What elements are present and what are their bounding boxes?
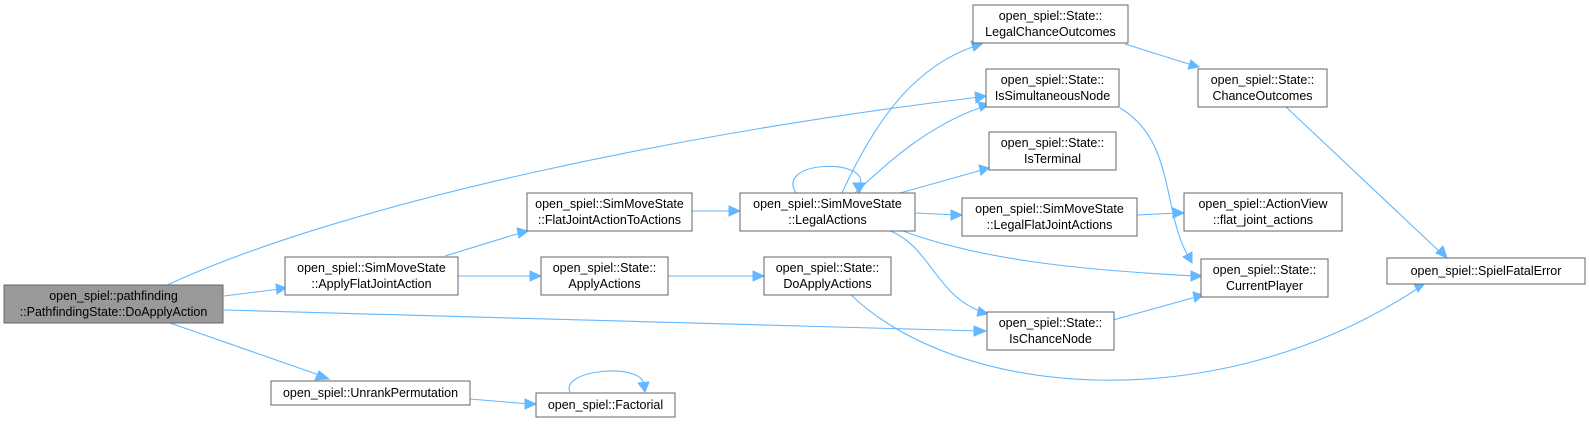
node-label-line2: DoApplyActions xyxy=(783,277,871,291)
node-label-line1: open_spiel::State:: xyxy=(1211,73,1315,87)
node-label-line2: ::LegalActions xyxy=(788,213,867,227)
node-is-chance-node[interactable]: open_spiel::State:: IsChanceNode xyxy=(986,311,1115,351)
node-label-line2: ::FlatJointActionToActions xyxy=(538,213,681,227)
node-label-line2: ::PathfindingState::DoApplyAction xyxy=(20,305,208,319)
node-pathfinding-do-apply-action[interactable]: open_spiel::pathfinding ::PathfindingSta… xyxy=(3,284,224,324)
node-label-line1: open_spiel::UnrankPermutation xyxy=(283,386,458,400)
node-label-line1: open_spiel::State:: xyxy=(999,9,1103,23)
edge-unrank-permutation-to-factorial xyxy=(469,398,538,410)
edge-chance-outcomes-to-spiel-fatal-error xyxy=(1284,105,1448,259)
edge-apply-flat-joint-action-to-flat-joint-action-to-actions xyxy=(444,227,530,257)
node-is-simultaneous-node[interactable]: open_spiel::State:: IsSimultaneousNode xyxy=(985,68,1120,108)
edge-legal-actions-to-is-simultaneous-node xyxy=(854,101,991,194)
node-spiel-fatal-error[interactable]: open_spiel::SpielFatalError xyxy=(1386,257,1586,285)
edge-do-apply-actions-to-spiel-fatal-error xyxy=(849,282,1427,381)
node-label-line2: ChanceOutcomes xyxy=(1212,89,1312,103)
edge-do-apply-action-to-apply-flat-joint-action xyxy=(223,283,288,297)
node-legal-actions[interactable]: open_spiel::SimMoveState ::LegalActions xyxy=(739,192,916,232)
node-flat-joint-action-to-actions[interactable]: open_spiel::SimMoveState ::FlatJointActi… xyxy=(526,192,693,232)
node-do-apply-actions[interactable]: open_spiel::State:: DoApplyActions xyxy=(763,256,892,296)
node-current-player[interactable]: open_spiel::State:: CurrentPlayer xyxy=(1200,258,1329,298)
node-legal-flat-joint-actions[interactable]: open_spiel::SimMoveState ::LegalFlatJoin… xyxy=(961,197,1138,237)
edge-is-chance-node-to-current-player xyxy=(1112,291,1205,321)
edge-legal-actions-to-legal-flat-joint-actions xyxy=(915,209,964,221)
node-apply-flat-joint-action[interactable]: open_spiel::SimMoveState ::ApplyFlatJoin… xyxy=(284,256,459,296)
node-label-line1: open_spiel::SimMoveState xyxy=(975,202,1124,216)
node-label-line1: open_spiel::SpielFatalError xyxy=(1411,264,1562,278)
node-label-line2: LegalChanceOutcomes xyxy=(985,25,1116,39)
node-label-line1: open_spiel::State:: xyxy=(1001,73,1105,87)
edge-flat-joint-action-to-actions-to-legal-actions xyxy=(692,205,742,217)
node-label-line1: open_spiel::State:: xyxy=(553,261,657,275)
node-is-terminal[interactable]: open_spiel::State:: IsTerminal xyxy=(988,131,1117,171)
edge-do-apply-action-to-is-chance-node xyxy=(223,309,988,337)
edge-apply-actions-to-do-apply-actions xyxy=(668,270,766,282)
edge-legal-chance-outcomes-to-chance-outcomes xyxy=(1124,43,1201,70)
node-label-line1: open_spiel::State:: xyxy=(1001,136,1105,150)
edges xyxy=(164,40,1448,410)
edge-do-apply-action-to-unrank-permutation xyxy=(169,322,331,381)
node-label-line1: open_spiel::ActionView xyxy=(1198,197,1328,211)
node-label-line1: open_spiel::Factorial xyxy=(548,398,663,412)
node-factorial[interactable]: open_spiel::Factorial xyxy=(535,392,676,418)
edge-legal-actions-to-legal-actions xyxy=(792,165,866,194)
node-label-line1: open_spiel::pathfinding xyxy=(49,289,178,303)
node-label-line2: IsChanceNode xyxy=(1009,332,1092,346)
node-label-line2: IsTerminal xyxy=(1024,152,1081,166)
node-label-line1: open_spiel::State:: xyxy=(999,316,1103,330)
node-label-line2: ::LegalFlatJointActions xyxy=(987,218,1113,232)
node-label-line2: CurrentPlayer xyxy=(1226,279,1303,293)
node-flat-joint-actions[interactable]: open_spiel::ActionView ::flat_joint_acti… xyxy=(1183,192,1343,232)
node-label-line1: open_spiel::SimMoveState xyxy=(753,197,902,211)
node-label-line2: ::ApplyFlatJointAction xyxy=(311,277,431,291)
node-label-line2: ApplyActions xyxy=(568,277,640,291)
edge-factorial-to-factorial xyxy=(568,370,650,393)
node-label-line2: IsSimultaneousNode xyxy=(995,89,1110,103)
node-chance-outcomes[interactable]: open_spiel::State:: ChanceOutcomes xyxy=(1197,68,1328,108)
node-apply-actions[interactable]: open_spiel::State:: ApplyActions xyxy=(540,256,669,296)
edge-legal-actions-to-legal-chance-outcomes xyxy=(841,40,984,194)
edge-legal-actions-to-current-player xyxy=(899,229,1204,282)
node-label-line1: open_spiel::State:: xyxy=(1213,263,1317,277)
edge-legal-actions-to-is-terminal xyxy=(899,164,991,194)
node-legal-chance-outcomes[interactable]: open_spiel::State:: LegalChanceOutcomes xyxy=(972,4,1129,44)
node-unrank-permutation[interactable]: open_spiel::UnrankPermutation xyxy=(270,380,471,406)
edge-is-simultaneous-node-to-current-player xyxy=(1119,107,1193,264)
node-label-line1: open_spiel::State:: xyxy=(776,261,880,275)
edge-legal-flat-joint-actions-to-flat-joint-actions xyxy=(1136,207,1186,219)
node-label-line2: ::flat_joint_actions xyxy=(1213,213,1313,227)
node-label-line1: open_spiel::SimMoveState xyxy=(297,261,446,275)
edge-do-apply-action-to-is-simultaneous-node xyxy=(164,91,988,287)
edge-legal-actions-to-is-chance-node xyxy=(887,229,990,317)
node-label-line1: open_spiel::SimMoveState xyxy=(535,197,684,211)
nodes: open_spiel::pathfinding ::PathfindingSta… xyxy=(3,4,1586,418)
edge-apply-flat-joint-action-to-apply-actions xyxy=(458,270,543,282)
